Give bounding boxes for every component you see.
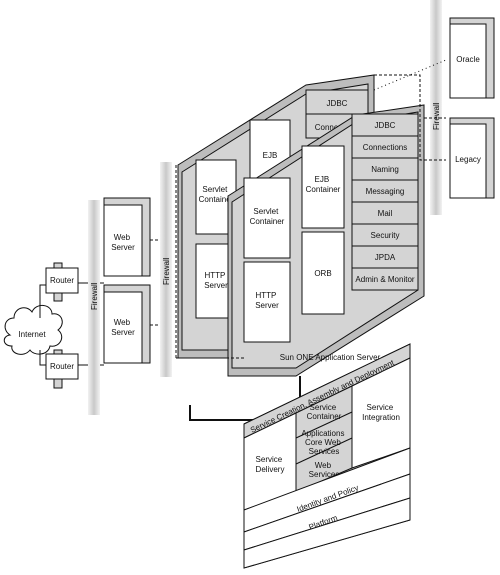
firewall-middle: Firewall <box>160 162 172 377</box>
router-bottom: Router <box>45 349 79 389</box>
service-label: Connections <box>363 143 407 152</box>
service-integration-label: Service Integration <box>362 403 400 422</box>
front-http-line1: HTTP <box>256 291 277 300</box>
app-server-caption: Sun ONE Application Server <box>280 353 381 362</box>
oracle-label: Oracle <box>456 55 480 64</box>
service-container-line2: Container <box>307 412 342 421</box>
web-server-top: Web Server <box>103 197 151 277</box>
service-integration-line1: Service <box>367 403 394 412</box>
firewall-right-label: Firewall <box>432 102 441 130</box>
front-ejb-line1: EJB <box>315 175 330 184</box>
back-http-line2: Server <box>204 281 228 290</box>
firewall-left: Firewall <box>88 200 100 415</box>
back-http-label: HTTP Server <box>204 271 228 290</box>
platform-stack: Service Creation, Assembly and Deploymen… <box>243 343 411 569</box>
web-server-bottom-line1: Web <box>114 318 131 327</box>
web-services-line2: Services <box>309 470 340 479</box>
web-services-label: Web Services <box>309 461 340 479</box>
internet-cloud: Internet <box>3 305 63 355</box>
router-top: Router <box>45 262 79 302</box>
service-delivery-line1: Service <box>256 455 283 464</box>
service-label: Naming <box>371 165 399 174</box>
front-http-label: HTTP Server <box>255 291 279 310</box>
web-server-bottom: Web Server <box>103 284 151 364</box>
service-container-label: Service Container <box>307 403 342 421</box>
service-label: Mail <box>378 209 393 218</box>
app-server-front-panel: JDBC ConnectionsNamingMessagingMailSecuri… <box>227 104 425 377</box>
back-servlet-label: Servlet Container <box>199 185 234 204</box>
applications-line1: Applications <box>301 429 344 438</box>
service-label: Admin & Monitor <box>355 275 414 284</box>
service-label: JPDA <box>375 253 396 262</box>
applications-line3: Services <box>309 447 340 456</box>
services-column: JDBC ConnectionsNamingMessagingMailSecuri… <box>351 113 419 291</box>
legacy-label: Legacy <box>455 155 481 164</box>
legacy-server: Legacy <box>449 117 495 199</box>
applications-line2: Core Web <box>305 438 341 447</box>
back-ejb-label: EJB <box>263 151 278 160</box>
front-http-line2: Server <box>255 301 279 310</box>
web-server-bottom-label: Web Server <box>111 318 135 337</box>
back-http-line1: HTTP <box>205 271 226 280</box>
service-container-line1: Service <box>310 403 337 412</box>
router-top-label: Router <box>50 276 74 285</box>
front-servlet-label: Servlet Container <box>250 207 285 226</box>
back-servlet-line2: Container <box>199 195 234 204</box>
firewall-middle-label: Firewall <box>162 257 171 285</box>
web-server-bottom-line2: Server <box>111 328 135 337</box>
web-server-top-line1: Web <box>114 233 131 242</box>
back-servlet-line1: Servlet <box>202 185 228 194</box>
back-jdbc-label: JDBC <box>327 99 348 108</box>
service-label: Security <box>371 231 400 240</box>
service-label: JDBC <box>375 121 396 130</box>
service-delivery-line2: Delivery <box>256 465 285 474</box>
web-services-line1: Web <box>315 461 332 470</box>
oracle-server: Oracle <box>449 17 495 99</box>
front-ejb-label: EJB Container <box>306 175 341 194</box>
router-bottom-label: Router <box>50 362 74 371</box>
firewall-left-label: Firewall <box>90 282 99 310</box>
front-servlet-line2: Container <box>250 217 285 226</box>
front-servlet-line1: Servlet <box>253 207 279 216</box>
service-integration-line2: Integration <box>362 413 400 422</box>
service-label: Messaging <box>366 187 405 196</box>
web-server-top-label: Web Server <box>111 233 135 252</box>
internet-label: Internet <box>18 330 46 339</box>
service-cell <box>351 267 419 291</box>
firewall-right: Firewall <box>430 0 442 215</box>
applications-label: Applications Core Web Services <box>301 429 346 456</box>
web-server-top-line2: Server <box>111 243 135 252</box>
service-delivery-label: Service Delivery <box>256 455 285 474</box>
front-orb-label: ORB <box>314 269 331 278</box>
front-ejb-line2: Container <box>306 185 341 194</box>
